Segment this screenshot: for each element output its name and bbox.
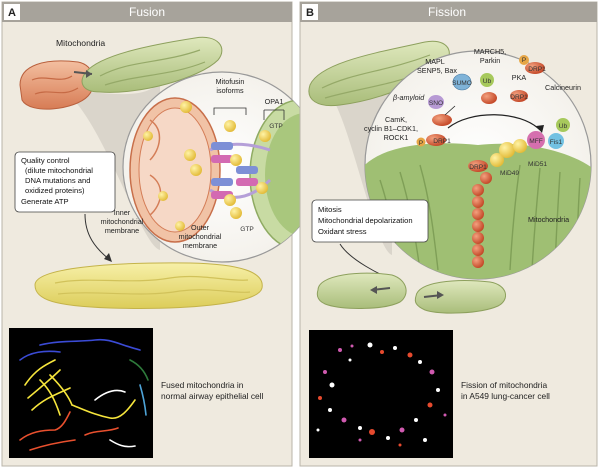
mff-label: MFF bbox=[529, 138, 543, 145]
camk-label: CamK, cyclin B1–CDK1, ROCK1 bbox=[364, 115, 418, 142]
svg-text:mitochondrial: mitochondrial bbox=[101, 217, 144, 226]
quality-control-box bbox=[14, 151, 116, 213]
panel-a: A Fusion Mitochondria bbox=[1, 1, 322, 467]
svg-text:Mitochondrial depolarization: Mitochondrial depolarization bbox=[318, 216, 413, 225]
caption-a-line-2: normal airway epithelial cell bbox=[161, 391, 264, 401]
drp1-label-2: DRP1 bbox=[528, 66, 546, 73]
mitofusin-label-2: isoforms bbox=[216, 86, 244, 95]
caption-b-line-1: Fission of mitochondria bbox=[461, 380, 547, 390]
svg-text:(dilute mitochondrial: (dilute mitochondrial bbox=[25, 166, 93, 175]
pka-label: PKA bbox=[512, 73, 527, 82]
svg-text:Generate ATP: Generate ATP bbox=[21, 197, 69, 206]
drp1-ring bbox=[472, 172, 492, 268]
drp1-label-1: DRP1 bbox=[433, 138, 451, 145]
panel-b: B Fission bbox=[299, 1, 598, 467]
caption-b-line-2: in A549 lung-cancer cell bbox=[461, 391, 550, 401]
svg-text:Oxidant stress: Oxidant stress bbox=[318, 227, 367, 236]
micrograph-fission-signal bbox=[316, 342, 447, 447]
panel-b-title: Fission bbox=[428, 5, 466, 19]
quality-control-text: Quality control (dilute mitochondrial DN… bbox=[21, 156, 93, 206]
mid51-label: MiD51 bbox=[528, 161, 547, 168]
svg-text:Mitosis: Mitosis bbox=[318, 205, 342, 214]
recruitment-arrow bbox=[447, 114, 541, 131]
caption-a-line-1: Fused mitochondria in bbox=[161, 380, 244, 390]
split-mitochondrion-2 bbox=[414, 280, 506, 314]
march5-label: MARCH5, Parkin bbox=[474, 47, 506, 65]
svg-text:MARCH5,: MARCH5, bbox=[474, 47, 506, 56]
ub-label: Ub bbox=[483, 78, 492, 85]
panel-b-header bbox=[300, 2, 597, 22]
mitochondrion-green-a bbox=[81, 36, 223, 93]
drp1-label-3: DRP1 bbox=[510, 94, 528, 101]
panel-a-letter-box bbox=[4, 4, 20, 20]
micrograph-fission bbox=[309, 330, 453, 458]
gtp-label-1: GTP bbox=[269, 123, 283, 130]
mitochondria-label-a: Mitochondria bbox=[56, 38, 105, 48]
opa1-label: OPA1 bbox=[265, 97, 284, 106]
svg-text:MAPL: MAPL bbox=[425, 57, 445, 66]
svg-text:oxidized proteins): oxidized proteins) bbox=[25, 186, 85, 195]
opa1-bracket bbox=[263, 109, 285, 120]
drp1-label-4: DRP1 bbox=[469, 164, 487, 171]
svg-text:Outer: Outer bbox=[191, 223, 210, 232]
beta-amyloid-label: β-amyloid bbox=[392, 93, 425, 102]
svg-text:Parkin: Parkin bbox=[480, 56, 500, 65]
triggers-text: Mitosis Mitochondrial depolarization Oxi… bbox=[318, 205, 413, 236]
panel-b-letter-box bbox=[302, 4, 318, 20]
svg-text:DNA mutations and: DNA mutations and bbox=[25, 176, 90, 185]
p-label-1: P bbox=[419, 140, 424, 147]
outer-membrane-orange bbox=[138, 107, 212, 233]
split-mitochondrion-1 bbox=[316, 272, 407, 309]
panel-a-letter: A bbox=[8, 7, 16, 19]
mid49-label: MiD49 bbox=[500, 170, 519, 177]
sno-label: SNO bbox=[429, 100, 443, 107]
svg-text:Quality control: Quality control bbox=[21, 156, 70, 165]
mitochondria-label-b: Mitochondria bbox=[528, 215, 569, 224]
triggers-box bbox=[311, 199, 429, 243]
svg-text:CamK,: CamK, bbox=[385, 115, 407, 124]
fission-proteins bbox=[416, 55, 570, 172]
mitofusin-isoforms bbox=[211, 142, 258, 199]
panel-b-letter: B bbox=[306, 7, 314, 19]
fused-mitochondrion bbox=[34, 262, 263, 309]
inner-membrane-label: Inner mitochondrial membrane bbox=[101, 208, 144, 235]
gtp-label-2: GTP bbox=[240, 226, 254, 233]
micrograph-fused-signal bbox=[19, 338, 149, 451]
svg-text:cyclin B1–CDK1,: cyclin B1–CDK1, bbox=[364, 124, 418, 133]
p-label-2: P bbox=[522, 57, 527, 64]
outer-membrane-label: Outer mitochondrial membrane bbox=[179, 223, 222, 250]
ub2-label: Ub bbox=[559, 123, 568, 130]
svg-text:SENP5, Bax: SENP5, Bax bbox=[417, 66, 457, 75]
svg-text:ROCK1: ROCK1 bbox=[384, 133, 409, 142]
fis1-label: Fis1 bbox=[550, 139, 563, 146]
gtp-circles-a bbox=[143, 101, 271, 231]
calcineurin-label: Calcineurin bbox=[545, 83, 581, 92]
panel-a-header bbox=[2, 2, 292, 22]
svg-text:membrane: membrane bbox=[105, 226, 139, 235]
mitofusin-bracket bbox=[213, 107, 247, 115]
fusion-arrow-head bbox=[86, 70, 92, 78]
mapl-label: MAPL SENP5, Bax bbox=[417, 57, 457, 75]
mitofusin-label-1: Mitofusin bbox=[216, 77, 245, 86]
svg-text:membrane: membrane bbox=[183, 241, 217, 250]
svg-text:Inner: Inner bbox=[114, 208, 131, 217]
sumo-label: SUMO bbox=[452, 80, 472, 87]
svg-text:mitochondrial: mitochondrial bbox=[179, 232, 222, 241]
panel-a-title: Fusion bbox=[129, 5, 165, 19]
